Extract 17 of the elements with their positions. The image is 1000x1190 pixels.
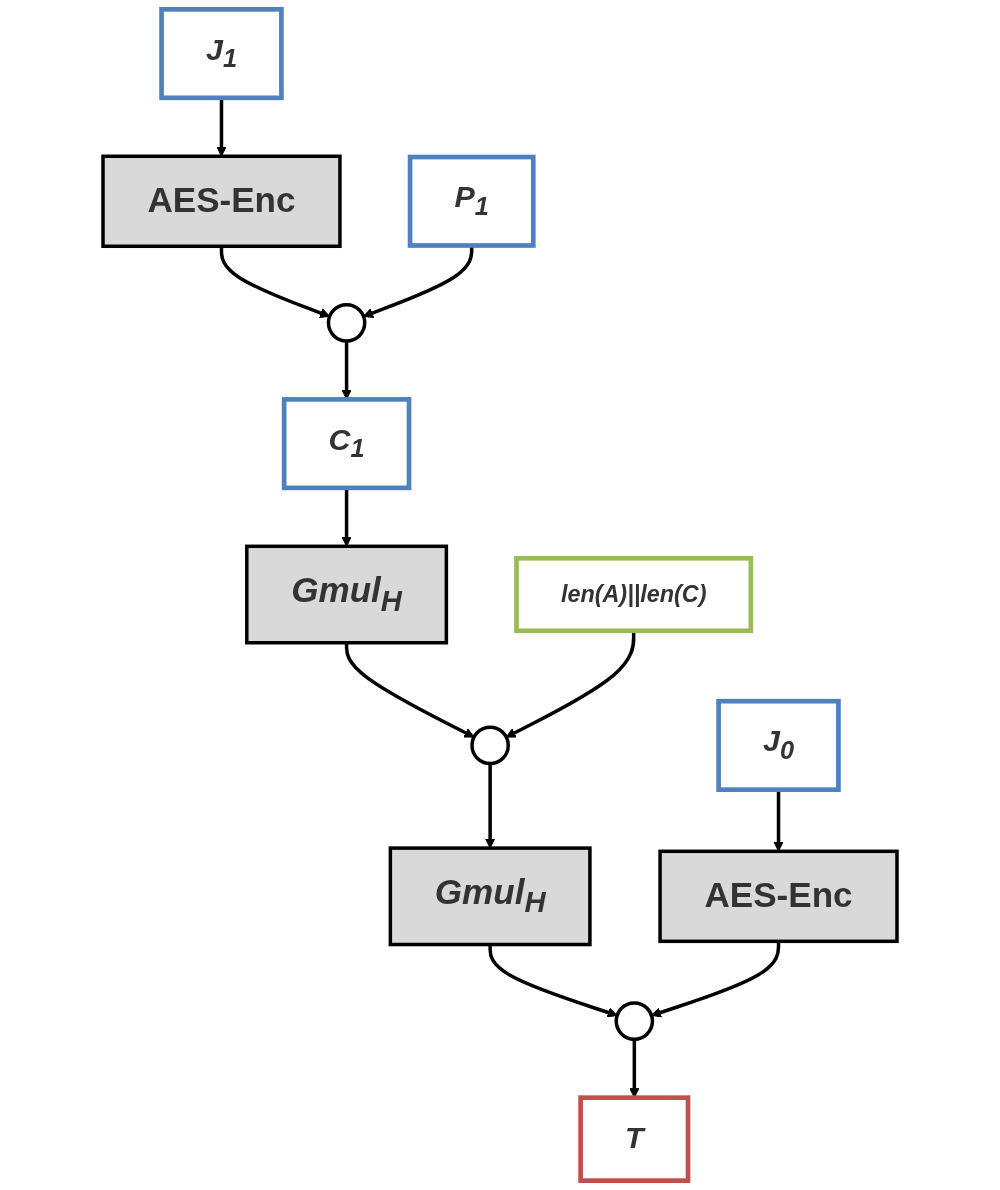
node-box: Gmul$_{H}$ <box>245 544 449 645</box>
arrow <box>344 642 475 738</box>
node-box: C$_{1}$ <box>281 397 412 491</box>
node-box: T <box>578 1095 691 1183</box>
node-box: P$_{1}$ <box>407 154 536 248</box>
node-box: Gmul$_{H}$ <box>388 846 592 947</box>
node-box: AES-Enc <box>658 849 899 944</box>
node-box: J$_{1}$ <box>159 7 284 101</box>
node-circle <box>470 725 510 766</box>
node-circle <box>614 1001 655 1041</box>
arrow <box>651 941 781 1018</box>
node-box: AES-Enc <box>101 154 342 249</box>
node-box: J$_{0}$ <box>716 698 841 792</box>
node-circle <box>326 302 367 343</box>
arrow <box>485 763 496 849</box>
node-box: len(A)||len(C) <box>514 555 754 634</box>
arrow <box>488 944 618 1018</box>
